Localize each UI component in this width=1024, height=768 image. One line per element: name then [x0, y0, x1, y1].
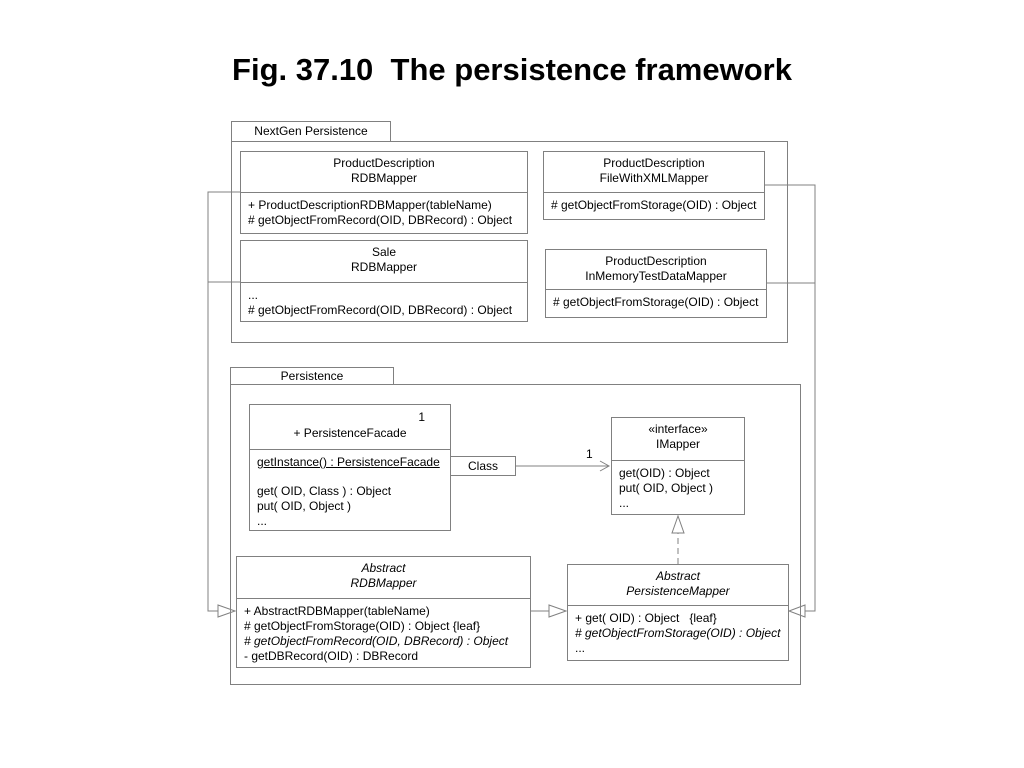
class-name-compartment: ProductDescription InMemoryTestDataMappe…	[546, 250, 766, 290]
class-name-line2: InMemoryTestDataMapper	[585, 269, 727, 283]
class-operations: # getObjectFromStorage(OID) : Object	[546, 290, 766, 315]
association-qualifier: Class	[450, 456, 516, 476]
association-arrowhead	[599, 460, 611, 472]
association-multiplicity: 1	[586, 447, 593, 461]
class-name-line1: ProductDescription	[603, 156, 705, 170]
operation: # getObjectFromStorage(OID) : Object	[553, 295, 759, 309]
class-operations: ... # getObjectFromRecord(OID, DBRecord)…	[241, 283, 527, 323]
class-operations: # getObjectFromStorage(OID) : Object	[544, 193, 764, 218]
operation: ...	[248, 288, 259, 302]
class-name-line1: ProductDescription	[605, 254, 707, 268]
singleton-multiplicity: 1	[418, 410, 425, 424]
package-tab-nextgen: NextGen Persistence	[231, 121, 391, 142]
class-name-compartment: ProductDescription RDBMapper	[241, 152, 527, 193]
class-operations: + AbstractRDBMapper(tableName) # getObje…	[237, 599, 530, 669]
package-label-nextgen: NextGen Persistence	[254, 124, 368, 138]
class-productdescription-filewithxmlmapper: ProductDescription FileWithXMLMapper # g…	[543, 151, 765, 220]
class-name-line2: FileWithXMLMapper	[599, 171, 709, 185]
class-name-line2: RDBMapper	[350, 171, 418, 185]
class-operations: get(OID) : Object put( OID, Object ) ...	[612, 461, 744, 516]
package-nextgen-persistence	[231, 141, 788, 343]
generalization-arrowhead-center	[548, 604, 568, 618]
operation: # getObjectFromRecord(OID, DBRecord) : O…	[248, 213, 513, 227]
operation: get(OID) : Object	[619, 466, 710, 480]
class-productdescription-inmemorytestdatamapper: ProductDescription InMemoryTestDataMappe…	[545, 249, 767, 318]
abstract-operation: # getObjectFromRecord(OID, DBRecord) : O…	[244, 634, 509, 648]
class-name-line1: Sale	[371, 245, 397, 259]
class-name-compartment: Abstract RDBMapper	[237, 557, 530, 599]
operation: ...	[575, 641, 586, 655]
operation: # getObjectFromStorage(OID) : Object {le…	[244, 619, 481, 633]
operation: + AbstractRDBMapper(tableName)	[244, 604, 430, 618]
class-sale-rdbmapper: Sale RDBMapper ... # getObjectFromRecord…	[240, 240, 528, 322]
class-name-line2: RDBMapper	[350, 260, 418, 274]
class-name-line1: Abstract	[655, 569, 700, 583]
static-operation: getInstance() : PersistenceFacade	[257, 455, 440, 469]
package-tab-persistence: Persistence	[230, 367, 394, 385]
class-name-line1: Abstract	[361, 561, 406, 575]
operation: ...	[619, 496, 630, 510]
class-abstract-rdbmapper: Abstract RDBMapper + AbstractRDBMapper(t…	[236, 556, 531, 668]
qualifier-label: Class	[467, 459, 498, 473]
class-imapper-interface: «interface» IMapper get(OID) : Object pu…	[611, 417, 745, 515]
generalization-arrowhead-right	[787, 604, 806, 618]
class-operations: getInstance() : PersistenceFacade get( O…	[250, 450, 450, 534]
operation: - getDBRecord(OID) : DBRecord	[244, 649, 419, 663]
class-name-compartment: «interface» IMapper	[612, 418, 744, 461]
operation: put( OID, Object )	[257, 499, 352, 513]
class-name-line2: RDBMapper	[350, 576, 417, 590]
class-name-compartment: Abstract PersistenceMapper	[568, 565, 788, 606]
class-operations: + ProductDescriptionRDBMapper(tableName)…	[241, 193, 527, 233]
abstract-operation: # getObjectFromStorage(OID) : Object	[575, 626, 781, 640]
class-name-compartment: ProductDescription FileWithXMLMapper	[544, 152, 764, 193]
page-title: Fig. 37.10 The persistence framework	[232, 52, 792, 87]
generalization-pd-file-line	[764, 184, 816, 612]
operation: + ProductDescriptionRDBMapper(tableName)	[248, 198, 492, 212]
class-name-compartment: 1 + PersistenceFacade	[250, 405, 450, 450]
class-productdescription-rdbmapper: ProductDescription RDBMapper + ProductDe…	[240, 151, 528, 234]
class-name-compartment: Sale RDBMapper	[241, 241, 527, 283]
realization-arrowhead	[671, 514, 685, 534]
class-name: + PersistenceFacade	[293, 426, 407, 440]
operation: ...	[257, 514, 268, 528]
operation: # getObjectFromStorage(OID) : Object	[551, 198, 757, 212]
generalization-pd-rdb-line	[207, 191, 240, 612]
operation: put( OID, Object )	[619, 481, 714, 495]
operation: get( OID, Class ) : Object	[257, 484, 392, 498]
class-name-line2: PersistenceMapper	[626, 584, 730, 598]
class-abstract-persistencemapper: Abstract PersistenceMapper + get( OID) :…	[567, 564, 789, 661]
class-name: IMapper	[655, 437, 701, 451]
class-name-line1: ProductDescription	[333, 156, 435, 170]
package-persistence	[230, 384, 801, 685]
package-label-persistence: Persistence	[280, 369, 344, 383]
generalization-arrowhead-left	[217, 604, 237, 618]
interface-stereotype: «interface»	[648, 422, 708, 436]
class-persistencefacade: 1 + PersistenceFacade getInstance() : Pe…	[249, 404, 451, 531]
class-operations: + get( OID) : Object {leaf} # getObjectF…	[568, 606, 788, 661]
operation: # getObjectFromRecord(OID, DBRecord) : O…	[248, 303, 513, 317]
operation: + get( OID) : Object {leaf}	[575, 611, 717, 625]
